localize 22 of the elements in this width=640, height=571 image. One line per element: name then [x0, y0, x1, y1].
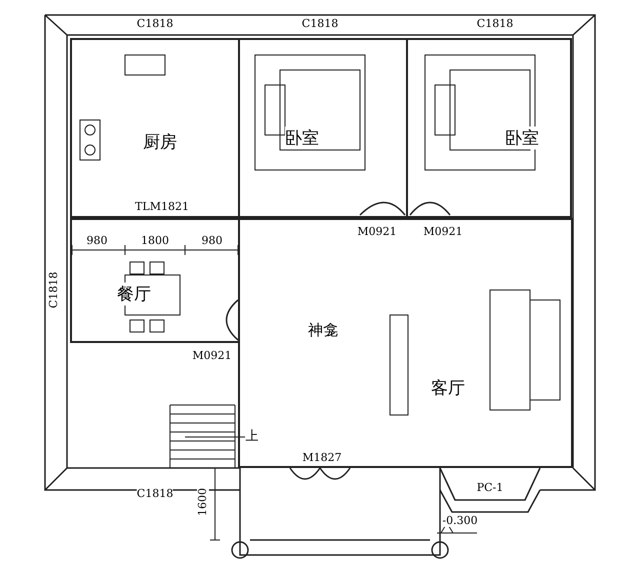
door-code: M0921	[423, 226, 463, 238]
window-code: C1818	[302, 18, 338, 30]
window-code: PC-1	[476, 482, 504, 494]
door-code: M1827	[302, 452, 342, 464]
window-code: C1818	[48, 272, 60, 308]
room-outline	[238, 38, 408, 218]
room-outline	[406, 38, 572, 218]
elevation-text: -0.300	[442, 514, 478, 528]
door-code: M0921	[357, 226, 397, 238]
dimension-text: 1600	[196, 488, 210, 516]
door-code: M0921	[192, 350, 232, 362]
window-code: C1818	[136, 18, 174, 30]
dimension-text: 980	[86, 234, 108, 248]
room-label: 卧室	[505, 126, 539, 150]
door-code: TLM1821	[135, 200, 189, 214]
room-label: 餐厅	[117, 282, 151, 306]
dimension-text: 980	[202, 234, 222, 248]
room-outline	[238, 218, 573, 468]
window-code: C1818	[476, 18, 514, 30]
dimension-text: 1800	[141, 234, 169, 248]
window-code: C1818	[136, 488, 174, 500]
room-label: 神龛	[308, 322, 338, 338]
